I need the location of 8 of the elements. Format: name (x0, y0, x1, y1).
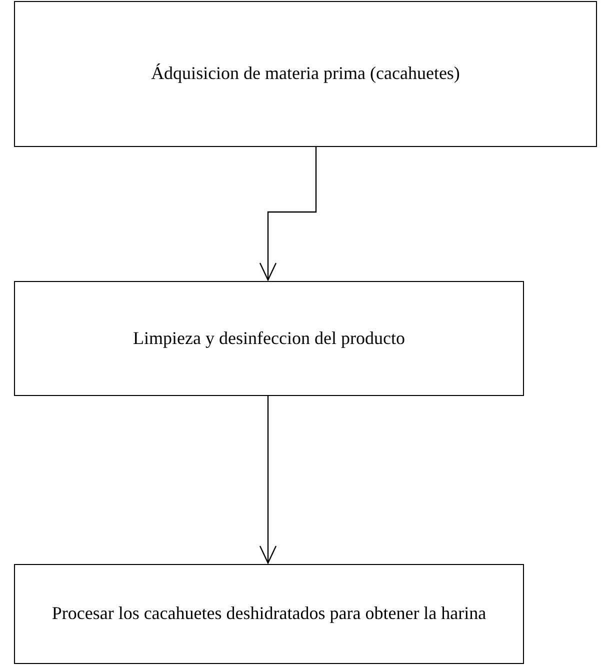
step-text: Limpieza y desinfeccion del producto (132, 328, 406, 350)
process-box (14, 1, 597, 147)
step-text: Ádquisicion de materia prima (cacahuetes) (150, 63, 461, 85)
arrow (259, 147, 317, 281)
arrow (259, 396, 277, 564)
process-box (14, 281, 524, 396)
process-box (14, 564, 524, 664)
step-text: Procesar los cacahuetes deshidratados para obtener la harina (50, 603, 488, 625)
